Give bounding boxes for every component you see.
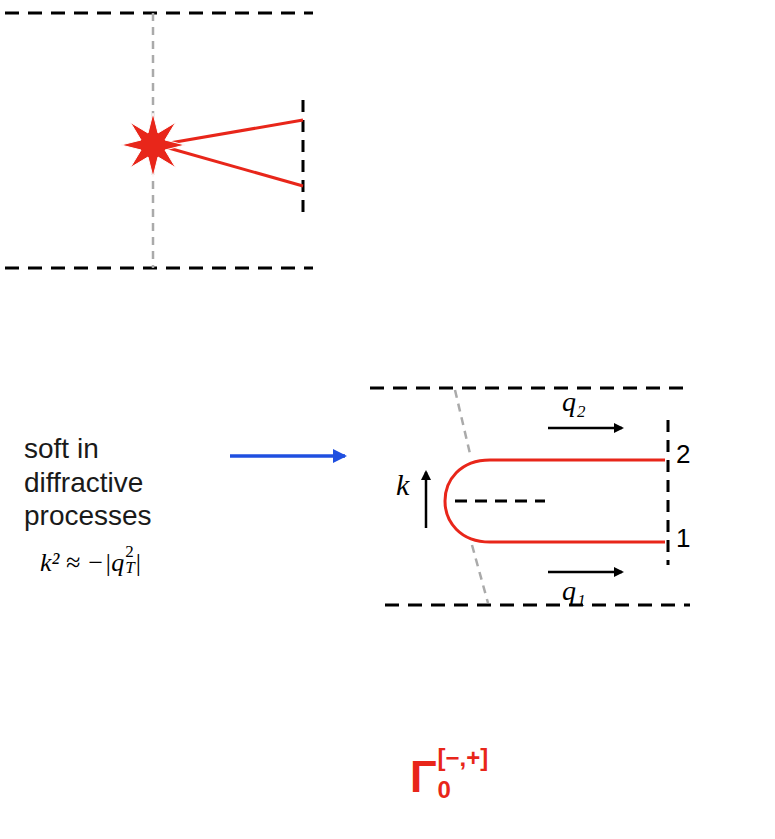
cut-line: [385, 604, 690, 607]
momentum-label: q₂: [562, 386, 586, 418]
quark-line: [158, 120, 303, 145]
vertex-star: [121, 113, 185, 177]
momentum-arrow: [425, 472, 428, 528]
cut-line: [667, 420, 670, 565]
gamma-symbol: Γ: [410, 752, 436, 803]
formula-subscript: T: [125, 558, 134, 578]
cut-line: [5, 12, 313, 15]
gluon-line: [455, 390, 471, 458]
gluon-line: [472, 545, 488, 603]
line-number: 2: [676, 440, 690, 470]
gamma-subscript: 0: [437, 776, 450, 804]
momentum-arrow: [548, 427, 622, 430]
cut-line: [370, 387, 690, 390]
pointer-arrow: [230, 454, 345, 458]
note-text: soft in diffractive processes: [24, 432, 199, 533]
formula-text: |: [136, 548, 141, 578]
momentum-label: q₁: [562, 575, 586, 607]
formula-text: k² ≈ −|q: [40, 548, 124, 578]
momentum-arrow: [548, 571, 622, 574]
momentum-label: k: [396, 468, 409, 503]
gamma-superscript: [−,+]: [437, 744, 488, 772]
line-number: 1: [676, 524, 690, 554]
cut-line: [5, 267, 313, 270]
cut-line: [302, 100, 305, 215]
quark-loop: [445, 460, 665, 542]
cut-line: [455, 500, 545, 503]
quark-line: [158, 145, 303, 186]
